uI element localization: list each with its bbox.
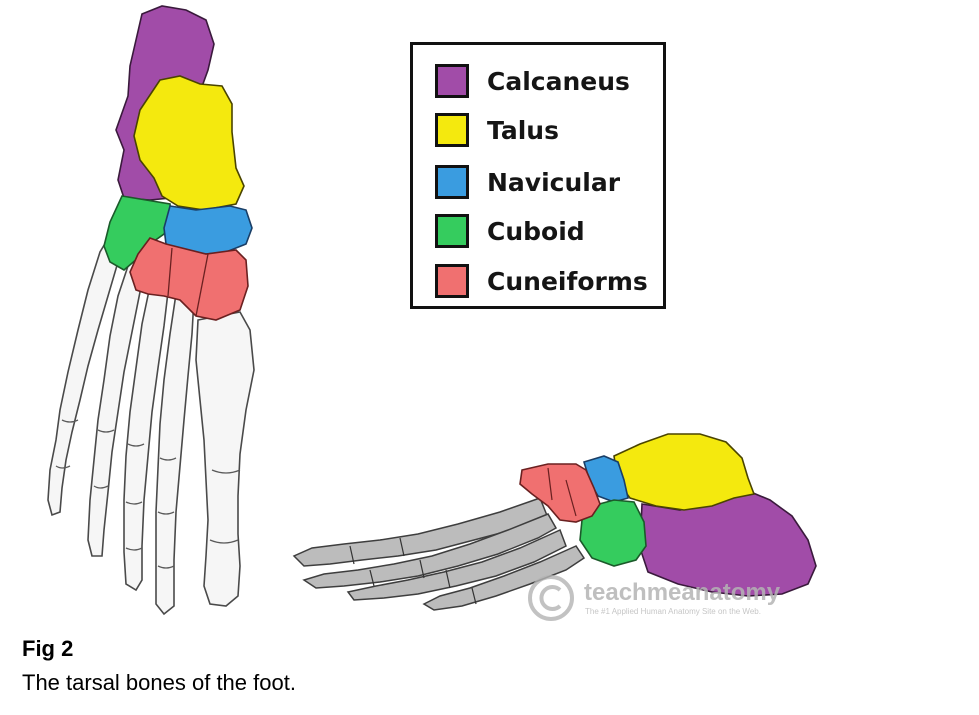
dorsal-ray-3: [123, 284, 169, 592]
legend-label-calcaneus: Calcaneus: [487, 66, 630, 96]
legend-item-cuboid: Cuboid: [435, 211, 585, 251]
legend-label-talus: Talus: [487, 115, 559, 145]
legend-swatch-talus: [435, 113, 469, 147]
legend-swatch-cuboid: [435, 214, 469, 248]
lateral-ray-2: [302, 513, 558, 589]
lateral-talus: [613, 433, 756, 511]
legend-label-cuboid: Cuboid: [487, 216, 585, 246]
lateral-ray-1: [292, 497, 549, 567]
figure-caption-text: The tarsal bones of the foot.: [22, 670, 296, 695]
legend: Calcaneus Talus Navicular Cuboid Cuneifo…: [410, 42, 666, 309]
dorsal-cuneiforms: [129, 237, 249, 321]
legend-label-cuneiforms: Cuneiforms: [487, 266, 648, 296]
dorsal-talus: [133, 75, 245, 211]
lateral-joint-lines: [349, 537, 477, 605]
lateral-ray-4: [422, 545, 586, 611]
lateral-cuneiforms: [519, 463, 601, 523]
dorsal-cuneiform-divisions: [167, 247, 209, 317]
legend-swatch-calcaneus: [435, 64, 469, 98]
legend-swatch-cuneiforms: [435, 264, 469, 298]
copyright-icon: [528, 575, 574, 621]
dorsal-navicular: [163, 205, 253, 255]
lateral-ray-3: [346, 528, 567, 601]
legend-label-navicular: Navicular: [487, 167, 621, 197]
figure-caption-title: Fig 2: [22, 636, 74, 661]
dorsal-ray-1: [195, 311, 255, 607]
lateral-view-foot: [292, 433, 817, 621]
dorsal-ray-4: [87, 259, 147, 557]
legend-item-talus: Talus: [435, 110, 559, 150]
watermark-tagline: The #1 Applied Human Anatomy Site on the…: [585, 607, 761, 616]
lateral-cuneiform-divisions: [547, 467, 577, 517]
dorsal-view-foot: [47, 5, 255, 616]
legend-item-cuneiforms: Cuneiforms: [435, 261, 648, 301]
legend-swatch-navicular: [435, 165, 469, 199]
lateral-cuboid: [579, 499, 647, 567]
legend-item-navicular: Navicular: [435, 162, 620, 202]
dorsal-metatarsals-and-phalanges: [47, 229, 255, 616]
dorsal-ray-5: [47, 229, 119, 517]
watermark-brand: teachmeanatomy: [584, 579, 781, 606]
dorsal-ray-2: [155, 293, 195, 616]
legend-item-calcaneus: Calcaneus: [435, 61, 630, 101]
lateral-metatarsals-and-phalanges: [292, 497, 586, 611]
dorsal-joint-lines: [55, 419, 241, 569]
